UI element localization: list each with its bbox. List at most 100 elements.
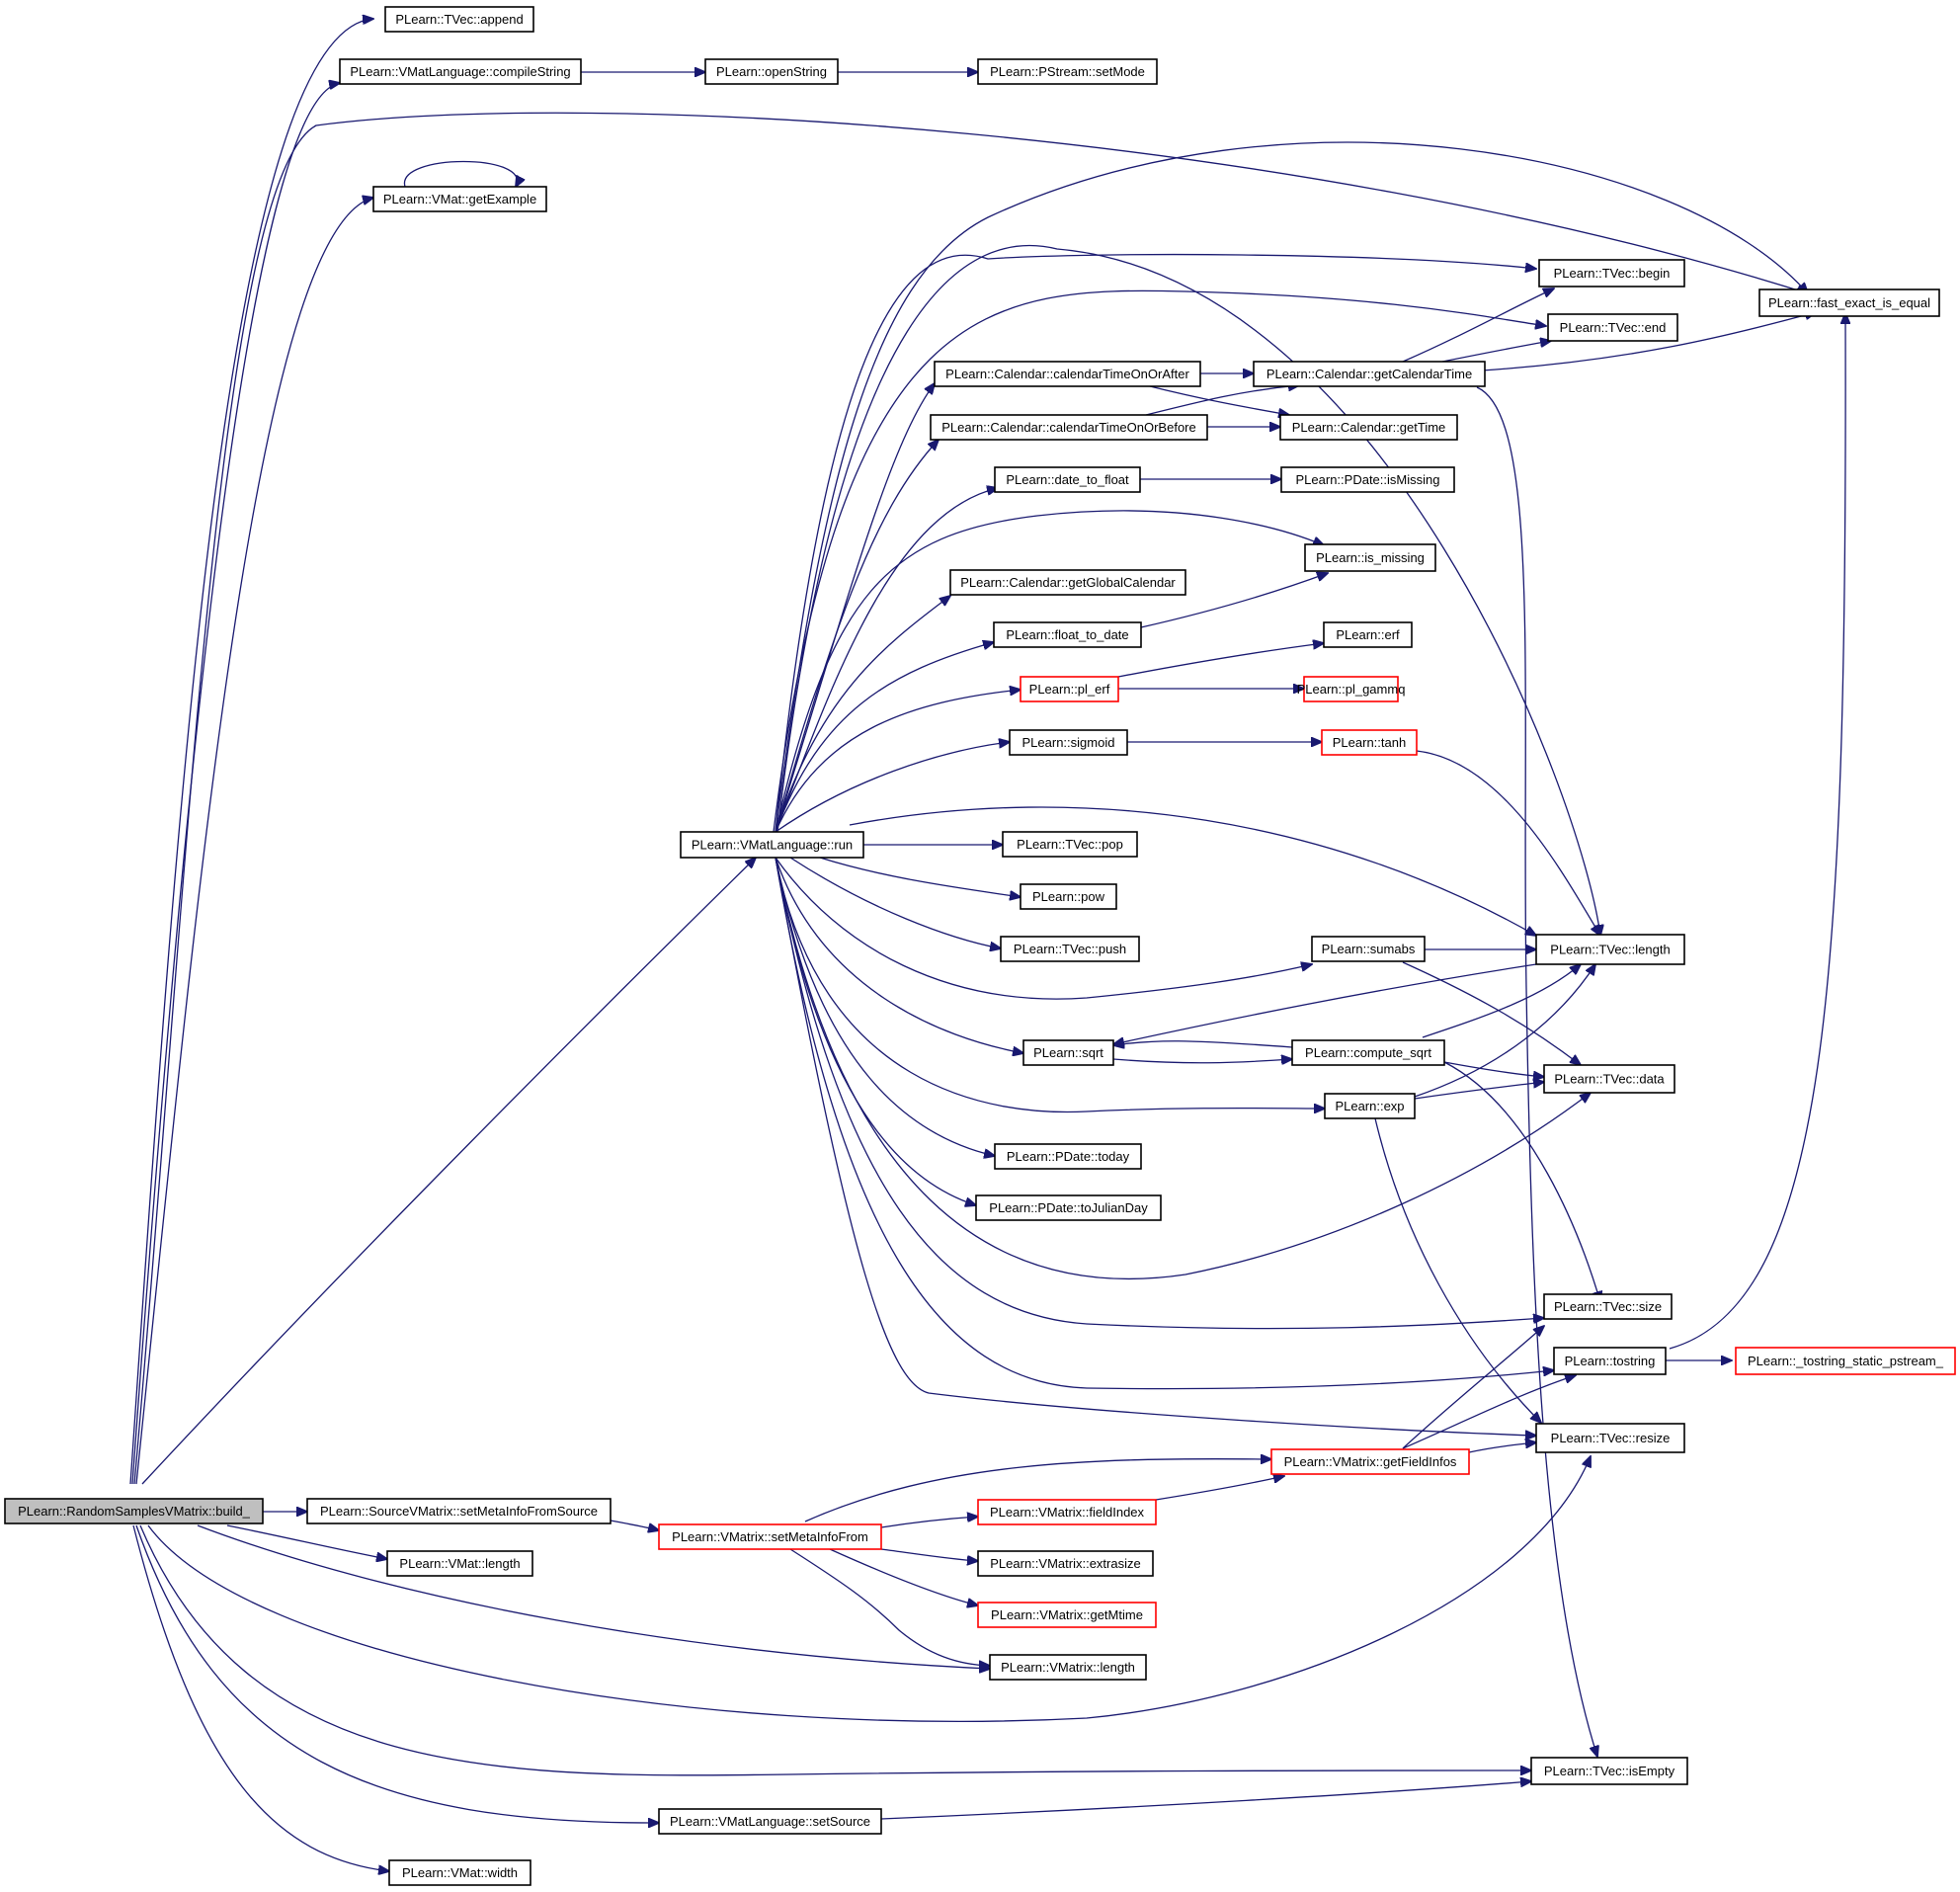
node-getCalendarTime[interactable]: PLearn::Calendar::getCalendarTime <box>1253 361 1486 387</box>
node-sqrt[interactable]: PLearn::sqrt <box>1022 1039 1114 1066</box>
edge-run-length-top <box>776 244 1600 936</box>
edge-run-data <box>775 857 1591 1280</box>
node-compute-sqrt[interactable]: PLearn::compute_sqrt <box>1291 1039 1445 1066</box>
node-pl-gammq[interactable]: PLearn::pl_gammq <box>1297 676 1406 702</box>
node-label: PLearn::TVec::push <box>1014 942 1126 956</box>
node-tvec-size[interactable]: PLearn::TVec::size <box>1543 1293 1673 1320</box>
node-root[interactable]: PLearn::RandomSamplesVMatrix::build_ <box>4 1498 264 1524</box>
node-label: PLearn::TVec::isEmpty <box>1544 1764 1675 1778</box>
node-setMetaInfoFrom[interactable]: PLearn::VMatrix::setMetaInfoFrom <box>658 1523 882 1550</box>
node-pow[interactable]: PLearn::pow <box>1020 883 1117 910</box>
node-calTimeOnOrAfter[interactable]: PLearn::Calendar::calendarTimeOnOrAfter <box>934 361 1201 387</box>
node-getGlobalCalendar[interactable]: PLearn::Calendar::getGlobalCalendar <box>949 569 1186 596</box>
node-sumabs[interactable]: PLearn::sumabs <box>1311 936 1426 962</box>
node-label: PLearn::TVec::resize <box>1551 1431 1671 1445</box>
node-label: PLearn::float_to_date <box>1006 627 1128 642</box>
edge-run-size <box>775 857 1544 1330</box>
node-box <box>704 58 839 85</box>
edge-run-is_missing <box>775 510 1324 833</box>
node-box <box>1543 1293 1673 1320</box>
node-fieldIndex[interactable]: PLearn::VMatrix::fieldIndex <box>977 1499 1157 1525</box>
edge-setSource-isEmpty <box>880 1781 1531 1820</box>
edge-compute_sqrt-size <box>1443 1061 1600 1302</box>
edge-getFieldInfos-resize <box>1468 1442 1536 1453</box>
edge-root-resize <box>147 1456 1591 1722</box>
node-calTimeOnOrBefore[interactable]: PLearn::Calendar::calendarTimeOnOrBefore <box>930 414 1208 441</box>
node-date-to-float[interactable]: PLearn::date_to_float <box>994 466 1141 493</box>
node-tvec-isEmpty[interactable]: PLearn::TVec::isEmpty <box>1530 1757 1688 1785</box>
node-pstream-setMode[interactable]: PLearn::PStream::setMode <box>977 58 1158 85</box>
node-box <box>1279 414 1458 441</box>
node-extrasize[interactable]: PLearn::VMatrix::extrasize <box>977 1550 1154 1577</box>
node-tvec-append[interactable]: PLearn::TVec::append <box>384 6 534 33</box>
node-label: PLearn::fast_exact_is_equal <box>1768 295 1930 310</box>
node-setSource[interactable]: PLearn::VMatLanguage::setSource <box>658 1808 882 1835</box>
edge-compute_sqrt-data <box>1443 1061 1544 1077</box>
edge-length-sqrt <box>1113 963 1537 1044</box>
node-vmat-width[interactable]: PLearn::VMat::width <box>388 1859 531 1886</box>
node-tvec-resize[interactable]: PLearn::TVec::resize <box>1535 1423 1685 1453</box>
node-vmat-length[interactable]: PLearn::VMat::length <box>386 1550 533 1577</box>
node-openString[interactable]: PLearn::openString <box>704 58 839 85</box>
node-pdate-today[interactable]: PLearn::PDate::today <box>994 1143 1142 1170</box>
node-label: PLearn::VMatrix::getFieldInfos <box>1284 1454 1457 1469</box>
node-vmatrix-length[interactable]: PLearn::VMatrix::length <box>989 1654 1147 1681</box>
node-box <box>1324 1093 1416 1119</box>
node-box <box>994 1143 1142 1170</box>
node-label: PLearn::VMatrix::setMetaInfoFrom <box>672 1529 868 1544</box>
node-vmatlang-run[interactable]: PLearn::VMatLanguage::run <box>680 831 864 859</box>
edge-setMetaInfoFrom-vmatrixlength <box>789 1548 990 1666</box>
node-tvec-end[interactable]: PLearn::TVec::end <box>1547 313 1678 342</box>
node-sigmoid[interactable]: PLearn::sigmoid <box>1009 729 1128 756</box>
node-tvec-length[interactable]: PLearn::TVec::length <box>1535 934 1685 965</box>
node-box <box>1758 288 1940 317</box>
node-pl-erf[interactable]: PLearn::pl_erf <box>1020 676 1119 702</box>
edge-root-vmatlength <box>226 1524 387 1559</box>
node-pdate-isMissing[interactable]: PLearn::PDate::isMissing <box>1280 466 1455 493</box>
edge-exp-length <box>1414 964 1595 1098</box>
node-box <box>949 569 1186 596</box>
node-fast-exact-is-equal[interactable]: PLearn::fast_exact_is_equal <box>1758 288 1940 317</box>
node-getMtime[interactable]: PLearn::VMatrix::getMtime <box>977 1602 1157 1628</box>
edge-root-width <box>132 1524 389 1871</box>
node-float-to-date[interactable]: PLearn::float_to_date <box>993 621 1142 648</box>
node-setMetaInfoFromSource[interactable]: PLearn::SourceVMatrix::setMetaInfoFromSo… <box>306 1498 612 1524</box>
node-cal-getTime[interactable]: PLearn::Calendar::getTime <box>1279 414 1458 441</box>
edge-run-today <box>775 857 995 1156</box>
node-label: PLearn::Calendar::getGlobalCalendar <box>960 575 1176 590</box>
node-erf[interactable]: PLearn::erf <box>1323 621 1413 648</box>
node-label: PLearn::TVec::append <box>395 12 523 27</box>
edge-tanh-length <box>1416 750 1600 936</box>
node-tvec-pop[interactable]: PLearn::TVec::pop <box>1002 831 1138 858</box>
edge-run-length <box>849 806 1536 936</box>
edge-setMetaInfoFrom-extrasize <box>880 1548 978 1561</box>
node-exp[interactable]: PLearn::exp <box>1324 1093 1416 1119</box>
node-label: PLearn::pl_erf <box>1029 682 1110 697</box>
node-is-missing[interactable]: PLearn::is_missing <box>1304 543 1436 572</box>
node-tvec-data[interactable]: PLearn::TVec::data <box>1543 1064 1675 1094</box>
node-getFieldInfos[interactable]: PLearn::VMatrix::getFieldInfos <box>1270 1448 1470 1475</box>
node-label: PLearn::RandomSamplesVMatrix::build_ <box>18 1504 251 1519</box>
nodes: PLearn::RandomSamplesVMatrix::build_PLea… <box>4 6 1956 1886</box>
node-box <box>977 1602 1157 1628</box>
edge-exp-data <box>1414 1082 1544 1100</box>
node-box <box>1291 1039 1445 1066</box>
edge-run-globalCalendar <box>775 596 950 833</box>
edge-setMetaInfoFrom-getMtime <box>829 1548 978 1605</box>
node-tvec-push[interactable]: PLearn::TVec::push <box>1000 936 1140 962</box>
node-label: PLearn::TVec::length <box>1550 943 1670 957</box>
node-box <box>1002 831 1138 858</box>
node-label: PLearn::_tostring_static_pstream_ <box>1748 1354 1944 1368</box>
node-tostring-static[interactable]: PLearn::_tostring_static_pstream_ <box>1735 1347 1956 1375</box>
node-label: PLearn::PDate::today <box>1007 1149 1130 1164</box>
node-tostring[interactable]: PLearn::tostring <box>1553 1347 1667 1375</box>
node-tanh[interactable]: PLearn::tanh <box>1321 729 1418 756</box>
node-box <box>372 186 547 212</box>
node-compileString[interactable]: PLearn::VMatLanguage::compileString <box>339 58 582 85</box>
node-label: PLearn::VMatLanguage::run <box>692 838 853 853</box>
node-pdate-toJulianDay[interactable]: PLearn::PDate::toJulianDay <box>975 1194 1162 1221</box>
edge-run-begin <box>775 253 1536 833</box>
node-vmat-getExample[interactable]: PLearn::VMat::getExample <box>372 186 547 212</box>
node-tvec-begin[interactable]: PLearn::TVec::begin <box>1538 259 1685 288</box>
node-box <box>1000 936 1140 962</box>
